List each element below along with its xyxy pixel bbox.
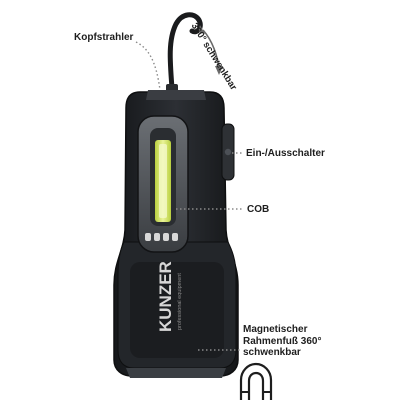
label-cob: COB (247, 204, 270, 215)
label-magnet: Magnetischer Rahmenfuß 360° schwenkbar (243, 324, 322, 358)
cob-led-panel (137, 115, 189, 253)
label-switch: Ein-/Ausschalter (246, 148, 325, 159)
brand-name: KUNZER (156, 261, 175, 332)
label-kopfstrahler: Kopfstrahler (74, 32, 134, 43)
leader-lines (135, 41, 244, 351)
battery-indicator (145, 233, 178, 241)
brand-tagline: professional equipment (177, 273, 183, 330)
magnet-icon (239, 362, 273, 400)
brand-logo: KUNZER professional equipment (156, 261, 183, 332)
